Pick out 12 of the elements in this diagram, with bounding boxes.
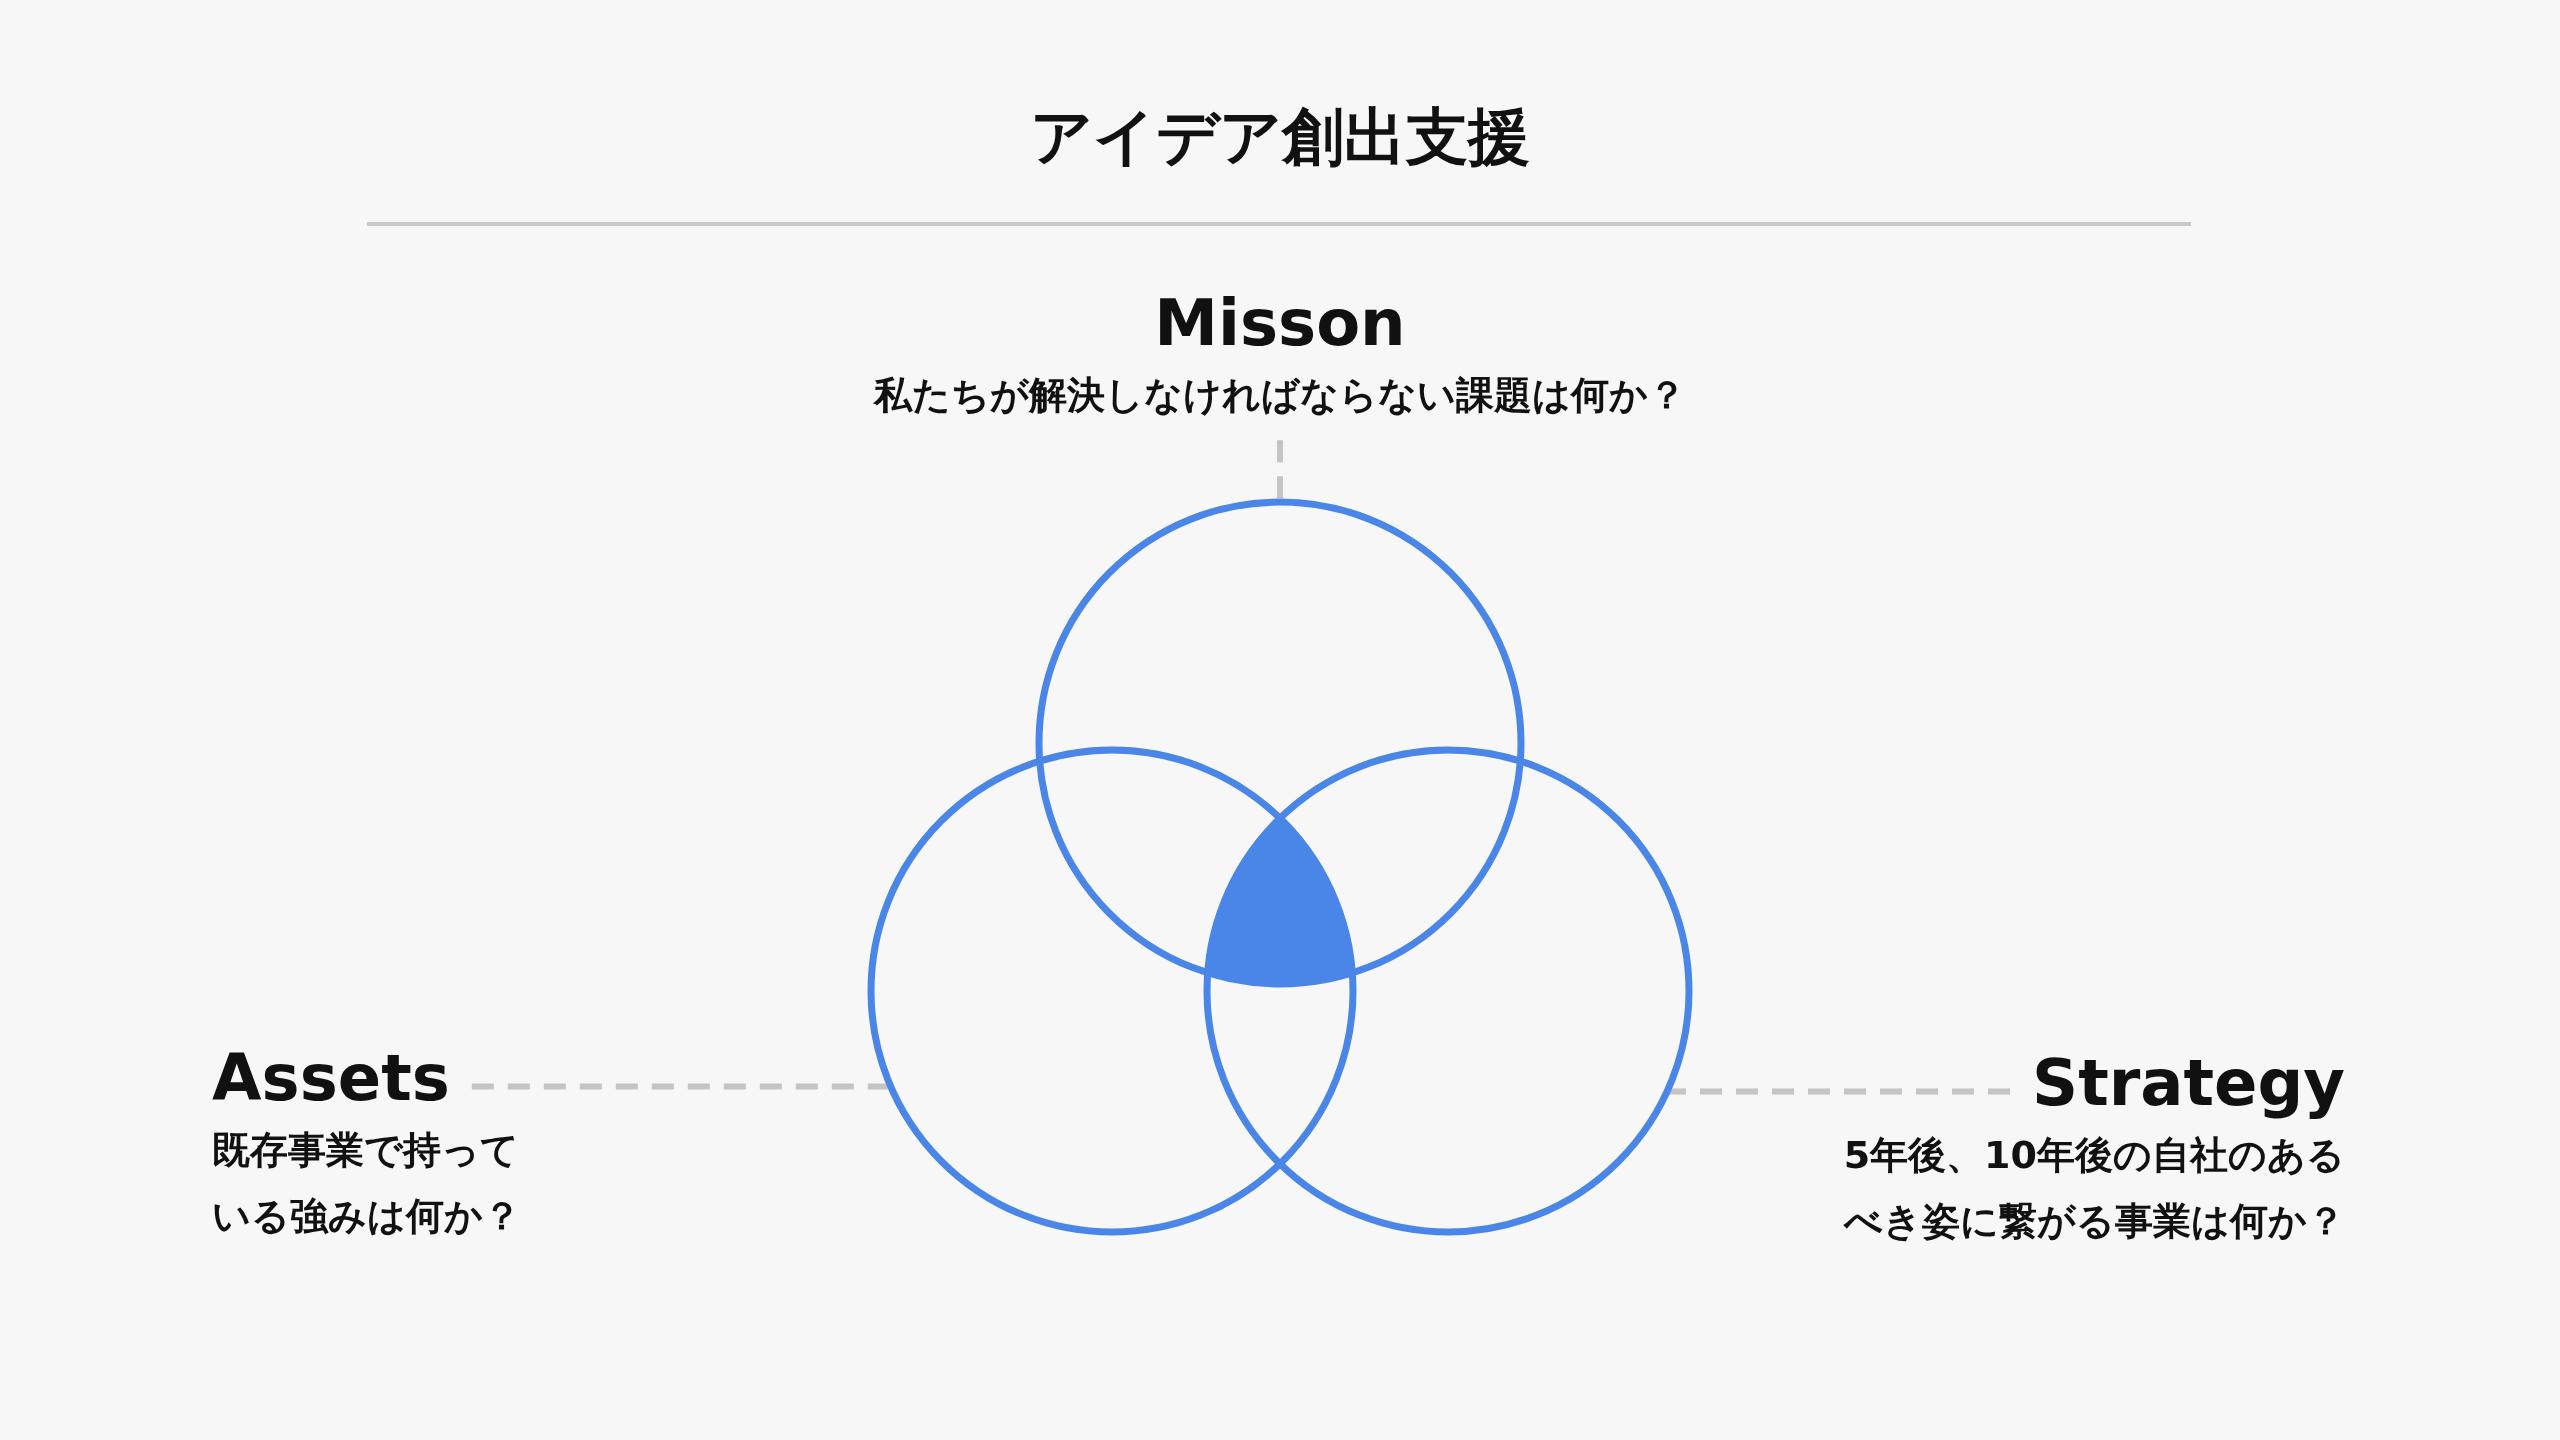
heading: Strategy bbox=[2032, 1045, 2345, 1122]
leader-line bbox=[471, 1083, 891, 1090]
diagram-title: アイデア創出支援 bbox=[1030, 99, 1530, 175]
heading: Assets bbox=[212, 1040, 450, 1117]
heading: Misson bbox=[1154, 285, 1406, 362]
description: 5年後、10年後の自社のあるべき姿に繋がる事業は何か？ bbox=[1842, 1131, 2345, 1246]
description: 既存事業で持っている強みは何か？ bbox=[212, 1126, 522, 1241]
leader-line bbox=[1667, 1088, 2011, 1095]
description: 私たちが解決しなければならない課題は何か？ bbox=[872, 371, 1687, 419]
venn-circle bbox=[1203, 746, 1693, 1236]
venn-circle bbox=[1035, 498, 1525, 988]
venn-circle bbox=[867, 746, 1357, 1236]
